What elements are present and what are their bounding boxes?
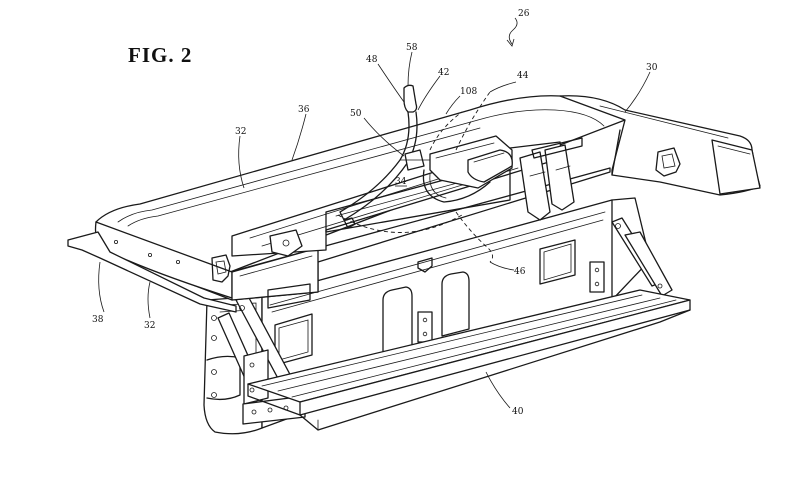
ref-32-bottom: 32 [144, 321, 155, 331]
ref-42: 42 [438, 68, 449, 78]
module-pack [422, 135, 513, 203]
hidden-line-108 [429, 111, 463, 151]
figure-title: FIG. 2 [128, 43, 192, 67]
ref-50: 50 [350, 109, 362, 119]
hidden-line-46 [455, 211, 493, 263]
ref-40: 40 [512, 407, 524, 417]
hidden-cable-path [337, 214, 463, 233]
ref-34: 34 [395, 177, 407, 187]
hinge-linkage-right [611, 217, 673, 297]
ref-30: 30 [646, 63, 658, 73]
leader-lines [98, 17, 651, 409]
ref-46: 46 [514, 267, 526, 277]
ref-44: 44 [517, 71, 529, 81]
ref-48: 48 [366, 55, 378, 65]
folding-step [247, 289, 691, 431]
ref-58: 58 [406, 43, 418, 53]
ref-108: 108 [460, 87, 477, 97]
hinge-linkage-left [217, 295, 309, 425]
ref-26: 26 [518, 9, 530, 19]
extension-handle [339, 84, 431, 229]
ref-32-top: 32 [235, 127, 246, 137]
ref-38: 38 [92, 315, 104, 325]
ref-36: 36 [298, 105, 310, 115]
